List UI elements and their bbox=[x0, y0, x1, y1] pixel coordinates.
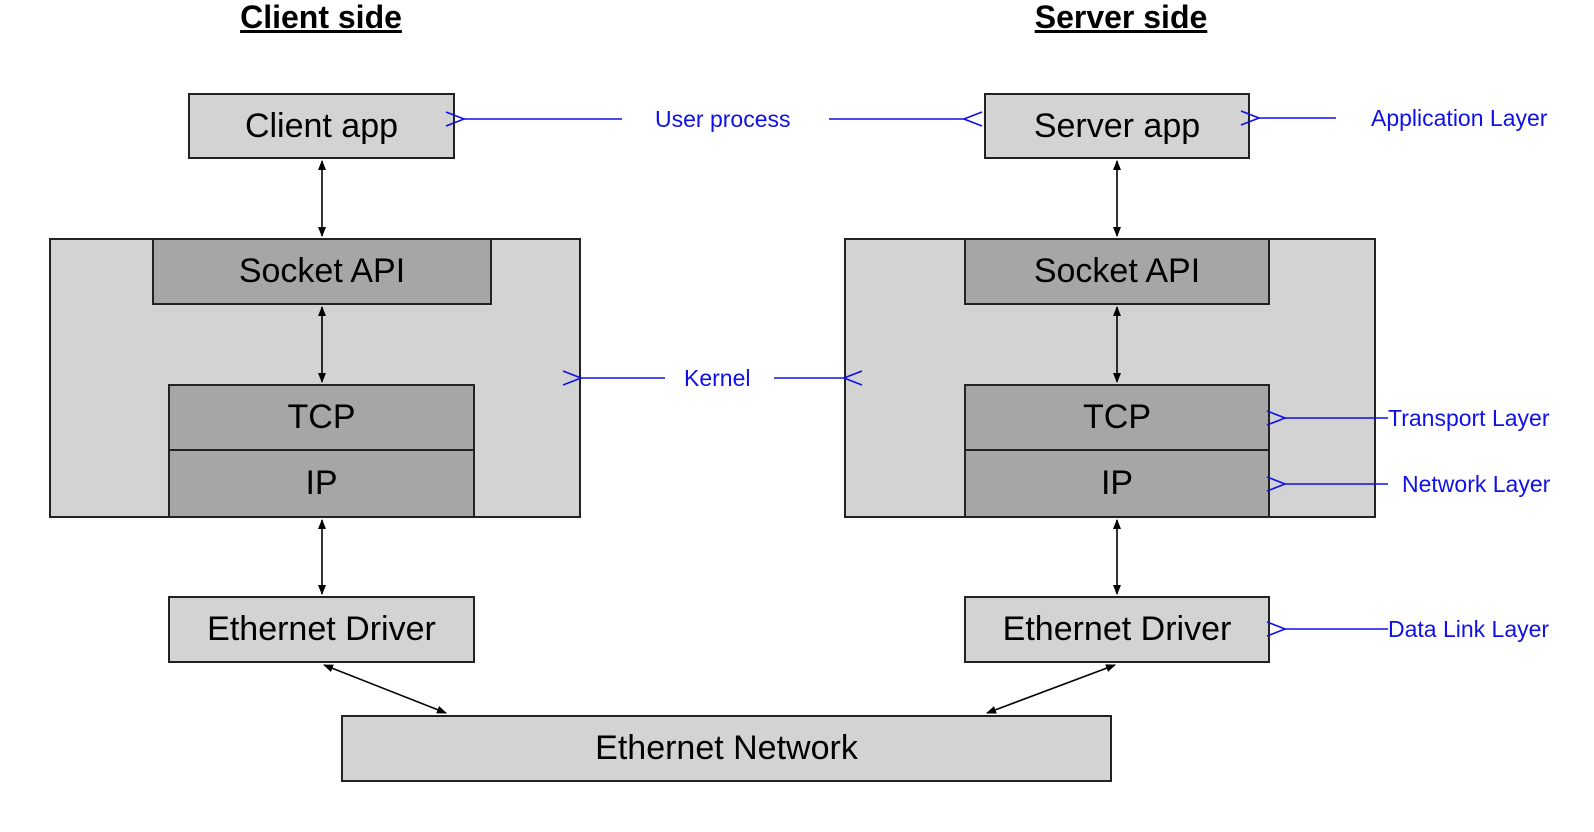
kernel-label: Kernel bbox=[684, 365, 751, 391]
server-ip-box: IP bbox=[964, 449, 1270, 518]
server-socket-api-box: Socket API bbox=[964, 238, 1270, 305]
ethernet-network-box: Ethernet Network bbox=[341, 715, 1112, 782]
application-layer-label: Application Layer bbox=[1371, 105, 1548, 131]
transport-layer-label: Transport Layer bbox=[1388, 405, 1550, 431]
client-side-heading: Client side bbox=[240, 0, 402, 35]
user-process-label: User process bbox=[655, 106, 791, 132]
client-socket-api-box: Socket API bbox=[152, 238, 492, 305]
client-ethernet-driver-box: Ethernet Driver bbox=[168, 596, 475, 663]
arrow-client-driver-network bbox=[323, 664, 447, 714]
network-layer-label: Network Layer bbox=[1402, 471, 1551, 497]
arrow-server-driver-network bbox=[986, 664, 1116, 714]
client-app-box: Client app bbox=[188, 93, 455, 159]
server-tcp-box: TCP bbox=[964, 384, 1270, 451]
server-side-heading: Server side bbox=[1034, 0, 1208, 35]
data-link-layer-label: Data Link Layer bbox=[1388, 616, 1550, 642]
server-app-box: Server app bbox=[984, 93, 1250, 159]
client-tcp-box: TCP bbox=[168, 384, 475, 451]
client-ip-box: IP bbox=[168, 449, 475, 518]
server-ethernet-driver-box: Ethernet Driver bbox=[964, 596, 1270, 663]
